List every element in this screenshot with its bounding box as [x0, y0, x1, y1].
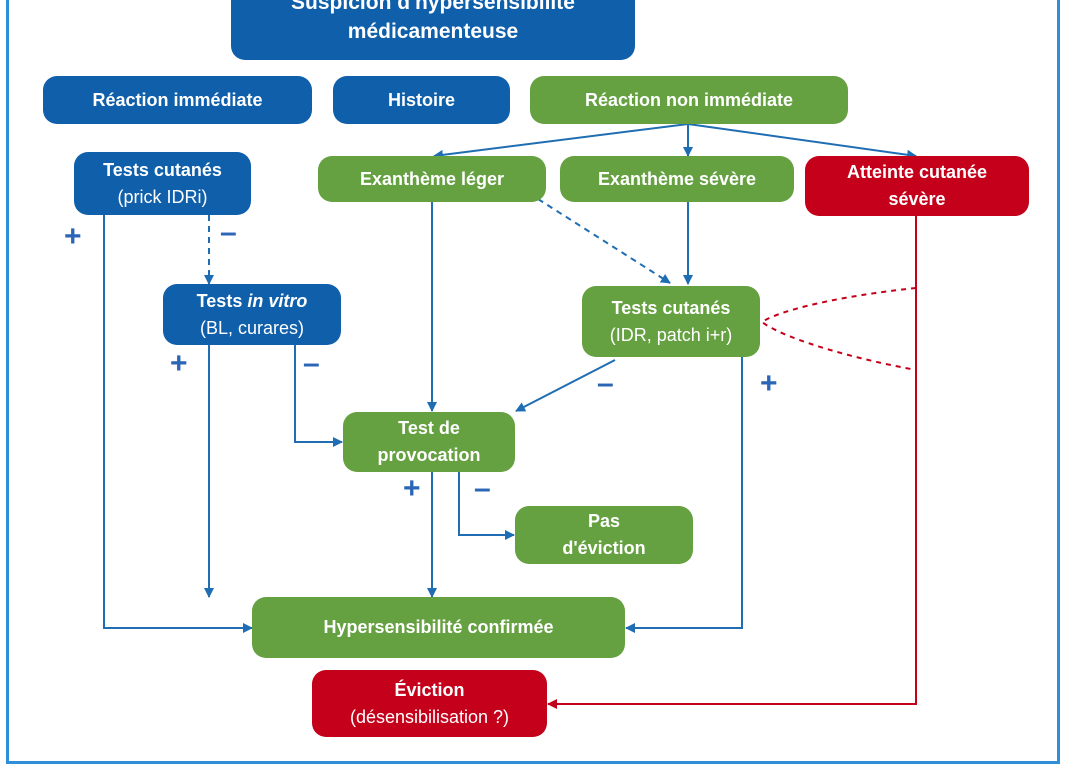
- node-exantheme-severe: Exanthème sévère: [560, 156, 794, 202]
- node-exantheme-leger-label: Exanthème léger: [359, 168, 505, 189]
- node-tests-in-vitro-line1: Tests in vitro: [197, 288, 308, 315]
- dashed-curve-tests-idr-to-atteinte: [760, 287, 917, 371]
- node-pas-eviction-line2: d'éviction: [562, 538, 646, 558]
- arrow-leger-dashed-to-tests-idr: [537, 198, 671, 284]
- node-suspicion-line1: Suspicion d'hypersensibilité: [291, 0, 575, 14]
- sign-prick-plus: +: [64, 220, 82, 253]
- node-exantheme-leger: Exanthème léger: [318, 156, 546, 202]
- arrow-vitro-minus-to-provocation: [294, 345, 343, 447]
- arrow-atteinte-to-eviction: [547, 216, 917, 709]
- node-atteinte-cutanee: Atteinte cutanée sévère: [805, 156, 1029, 216]
- node-reaction-immediate-label: Réaction immédiate: [92, 89, 263, 110]
- node-exantheme-severe-label: Exanthème sévère: [597, 168, 757, 189]
- sign-prick-minus: –: [220, 216, 237, 249]
- sign-idr-plus: +: [760, 367, 778, 400]
- node-suspicion: Suspicion d'hypersensibilité médicamente…: [231, 0, 635, 60]
- node-tests-cutanes-idr-line2: (IDR, patch i+r): [609, 324, 733, 345]
- node-test-provocation-line1: Test de: [398, 418, 460, 438]
- node-histoire-label: Histoire: [387, 89, 456, 110]
- node-pas-eviction: Pas d'éviction: [515, 506, 693, 564]
- arrow-idr-plus-to-confirmee: [625, 357, 743, 633]
- node-eviction: Éviction (désensibilisation ?): [312, 670, 547, 737]
- arrow-provocation-minus-to-pas-eviction: [458, 472, 515, 540]
- sign-idr-minus: –: [597, 367, 614, 400]
- node-tests-cutanes-idr: Tests cutanés (IDR, patch i+r): [582, 286, 760, 357]
- arrow-nonimm-to-leger: [433, 123, 689, 160]
- node-tests-in-vitro-line2: (BL, curares): [199, 317, 305, 338]
- node-suspicion-line2: médicamenteuse: [347, 20, 519, 43]
- node-tests-cutanes-prick-line1: Tests cutanés: [103, 159, 222, 180]
- arrow-prick-plus-to-confirmee: [103, 215, 253, 633]
- node-reaction-non-immediate: Réaction non immédiate: [530, 76, 848, 124]
- node-hypersensibilite-confirmee-label: Hypersensibilité confirmée: [323, 617, 554, 637]
- node-pas-eviction-line1: Pas: [587, 511, 621, 531]
- node-tests-in-vitro-italic: in vitro: [247, 290, 308, 311]
- node-reaction-non-immediate-label: Réaction non immédiate: [584, 89, 794, 110]
- node-eviction-line1: Éviction: [394, 679, 465, 700]
- node-tests-cutanes-prick: Tests cutanés (prick IDRi): [74, 152, 251, 215]
- node-atteinte-cutanee-line2: sévère: [888, 189, 946, 209]
- node-test-provocation: Test de provocation: [343, 412, 515, 472]
- arrow-idr-minus-to-provocation: [515, 359, 616, 412]
- node-tests-in-vitro-prefix: Tests: [196, 290, 248, 311]
- node-test-provocation-line2: provocation: [377, 445, 481, 465]
- diagram-frame: [6, 0, 1060, 764]
- sign-provocation-minus: –: [474, 472, 491, 505]
- sign-provocation-plus: +: [403, 472, 421, 505]
- node-atteinte-cutanee-line1: Atteinte cutanée: [846, 162, 988, 182]
- arrow-nonimm-to-atteinte: [687, 123, 917, 160]
- node-histoire: Histoire: [333, 76, 510, 124]
- node-eviction-line2: (désensibilisation ?): [349, 706, 510, 727]
- node-tests-cutanes-idr-line1: Tests cutanés: [611, 297, 731, 318]
- node-tests-in-vitro: Tests in vitro (BL, curares): [163, 284, 341, 345]
- node-reaction-immediate: Réaction immédiate: [43, 76, 312, 124]
- node-hypersensibilite-confirmee: Hypersensibilité confirmée: [252, 597, 625, 658]
- sign-vitro-plus: +: [170, 347, 188, 380]
- node-tests-cutanes-prick-line2: (prick IDRi): [117, 186, 208, 207]
- sign-vitro-minus: –: [303, 347, 320, 380]
